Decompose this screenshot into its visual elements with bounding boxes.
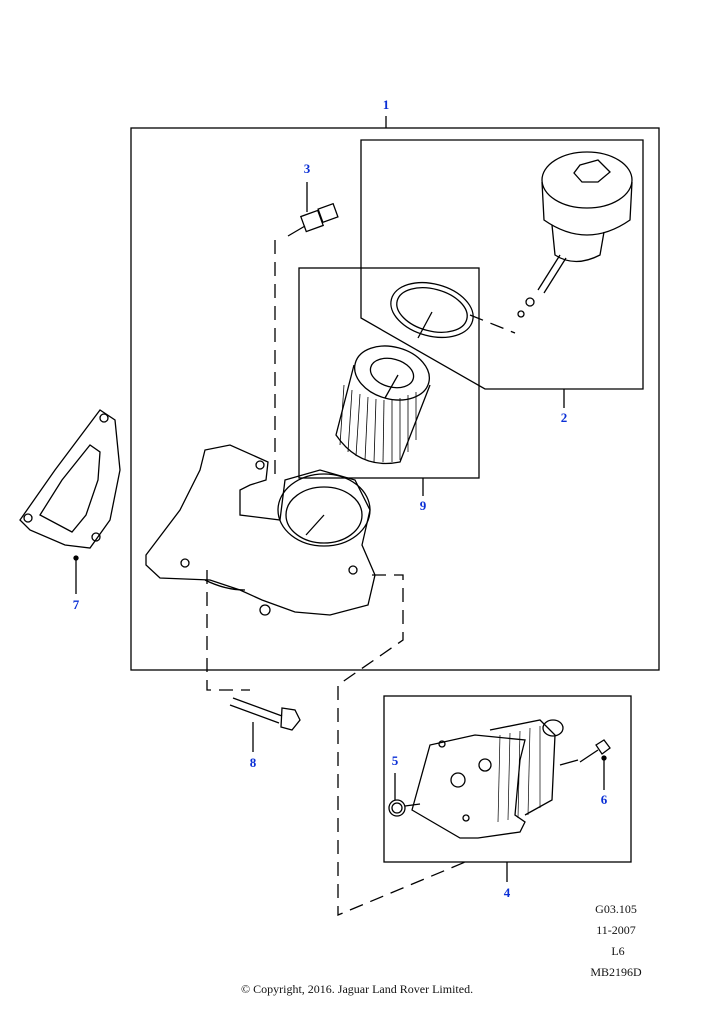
oil-filter-housing-part xyxy=(145,444,376,616)
group-box-1 xyxy=(130,127,660,671)
engine-code: L6 xyxy=(611,944,625,958)
filter-cap-part xyxy=(469,151,633,334)
callout-3[interactable]: 3 xyxy=(303,161,311,176)
callout-7[interactable]: 7 xyxy=(72,597,80,612)
illustration-code: G03.105 xyxy=(595,902,637,916)
callout-9[interactable]: 9 xyxy=(419,498,427,513)
callout-4[interactable]: 4 xyxy=(503,885,511,900)
copyright-text: © Copyright, 2016. Jaguar Land Rover Lim… xyxy=(241,982,474,996)
filter-element-part xyxy=(335,281,474,465)
callout-8[interactable]: 8 xyxy=(249,755,257,770)
group-box-2 xyxy=(360,139,644,390)
callout-6[interactable]: 6 xyxy=(600,792,608,807)
gasket-part-7 xyxy=(19,409,121,549)
group-box-9 xyxy=(298,267,480,479)
oil-cooler-part xyxy=(388,719,611,839)
bolt-part-8 xyxy=(229,697,301,731)
illustration-date: 11-2007 xyxy=(596,923,636,937)
sensor-part-3 xyxy=(287,182,339,237)
callout-5[interactable]: 5 xyxy=(391,753,399,768)
callout-2[interactable]: 2 xyxy=(560,410,568,425)
callout-1[interactable]: 1 xyxy=(382,97,390,112)
reference-code: MB2196D xyxy=(590,965,642,979)
